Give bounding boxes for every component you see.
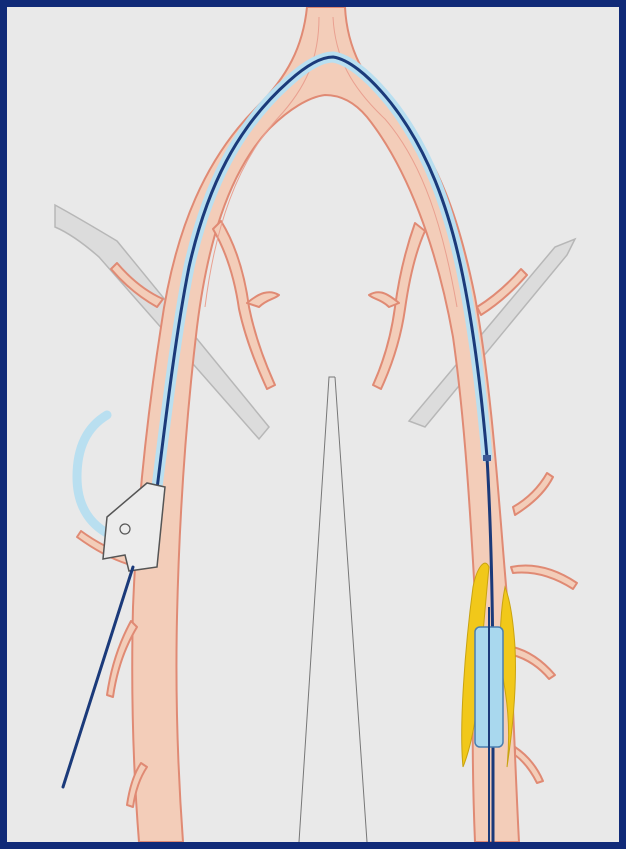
vascular-illustration xyxy=(7,7,619,842)
sheath-tip-marker xyxy=(483,455,491,461)
